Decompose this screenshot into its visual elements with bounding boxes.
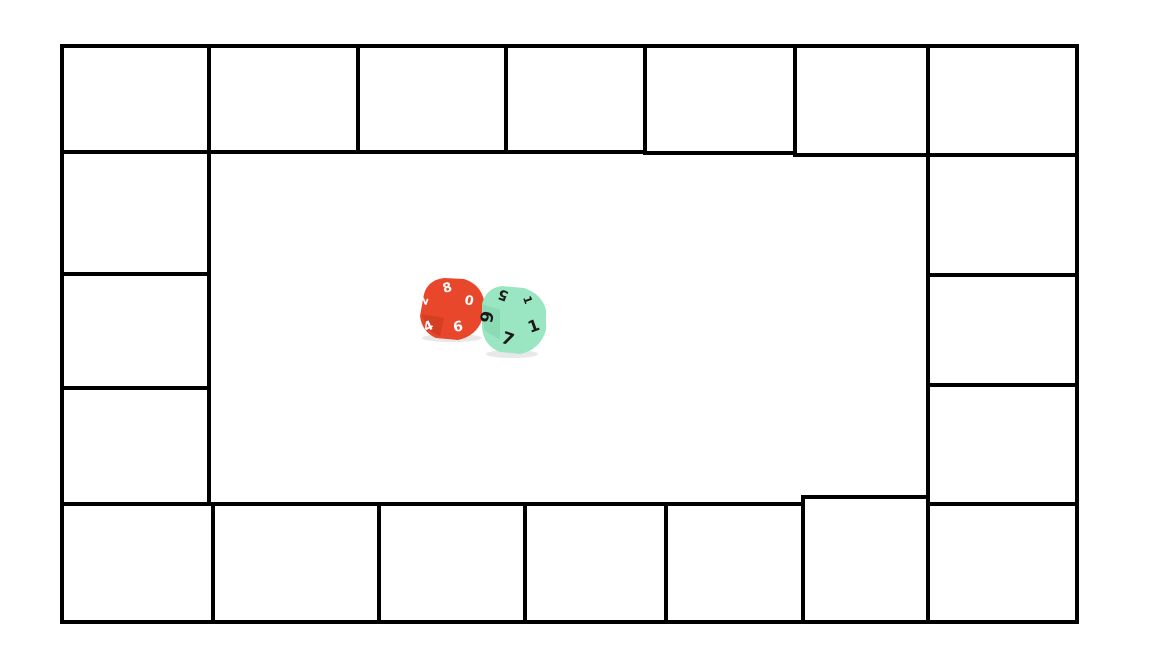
- board-space[interactable]: [643, 44, 797, 155]
- board-space[interactable]: [926, 44, 1079, 157]
- board-space[interactable]: [60, 44, 211, 154]
- board-space[interactable]: [664, 502, 806, 624]
- die-face-number: 8: [441, 280, 454, 297]
- board-space[interactable]: [377, 502, 527, 624]
- die-face-number: 0: [463, 293, 475, 309]
- board-space[interactable]: [356, 44, 508, 154]
- board-space[interactable]: [523, 502, 668, 624]
- board-space[interactable]: [211, 502, 381, 624]
- board-space[interactable]: [926, 383, 1079, 507]
- die-face-number: 6: [452, 318, 464, 335]
- die-facet: [422, 314, 444, 336]
- die-face-number: 1: [520, 294, 535, 306]
- board-space[interactable]: [504, 44, 647, 154]
- board-space[interactable]: [60, 150, 211, 276]
- board-space[interactable]: [60, 502, 215, 624]
- board-space[interactable]: [926, 153, 1079, 277]
- red-die[interactable]: 8 2 0 4 6: [414, 274, 490, 344]
- board-space[interactable]: [60, 272, 211, 390]
- board-space[interactable]: [926, 502, 1079, 624]
- die-facet: [482, 304, 500, 340]
- board-space[interactable]: [926, 273, 1079, 387]
- board-space[interactable]: [801, 495, 930, 624]
- die-face-number: 9: [477, 310, 499, 325]
- board-space[interactable]: [60, 386, 211, 506]
- green-die[interactable]: 5 9 1 7 1: [476, 280, 554, 358]
- board-space[interactable]: [793, 44, 930, 157]
- board-space[interactable]: [207, 44, 360, 154]
